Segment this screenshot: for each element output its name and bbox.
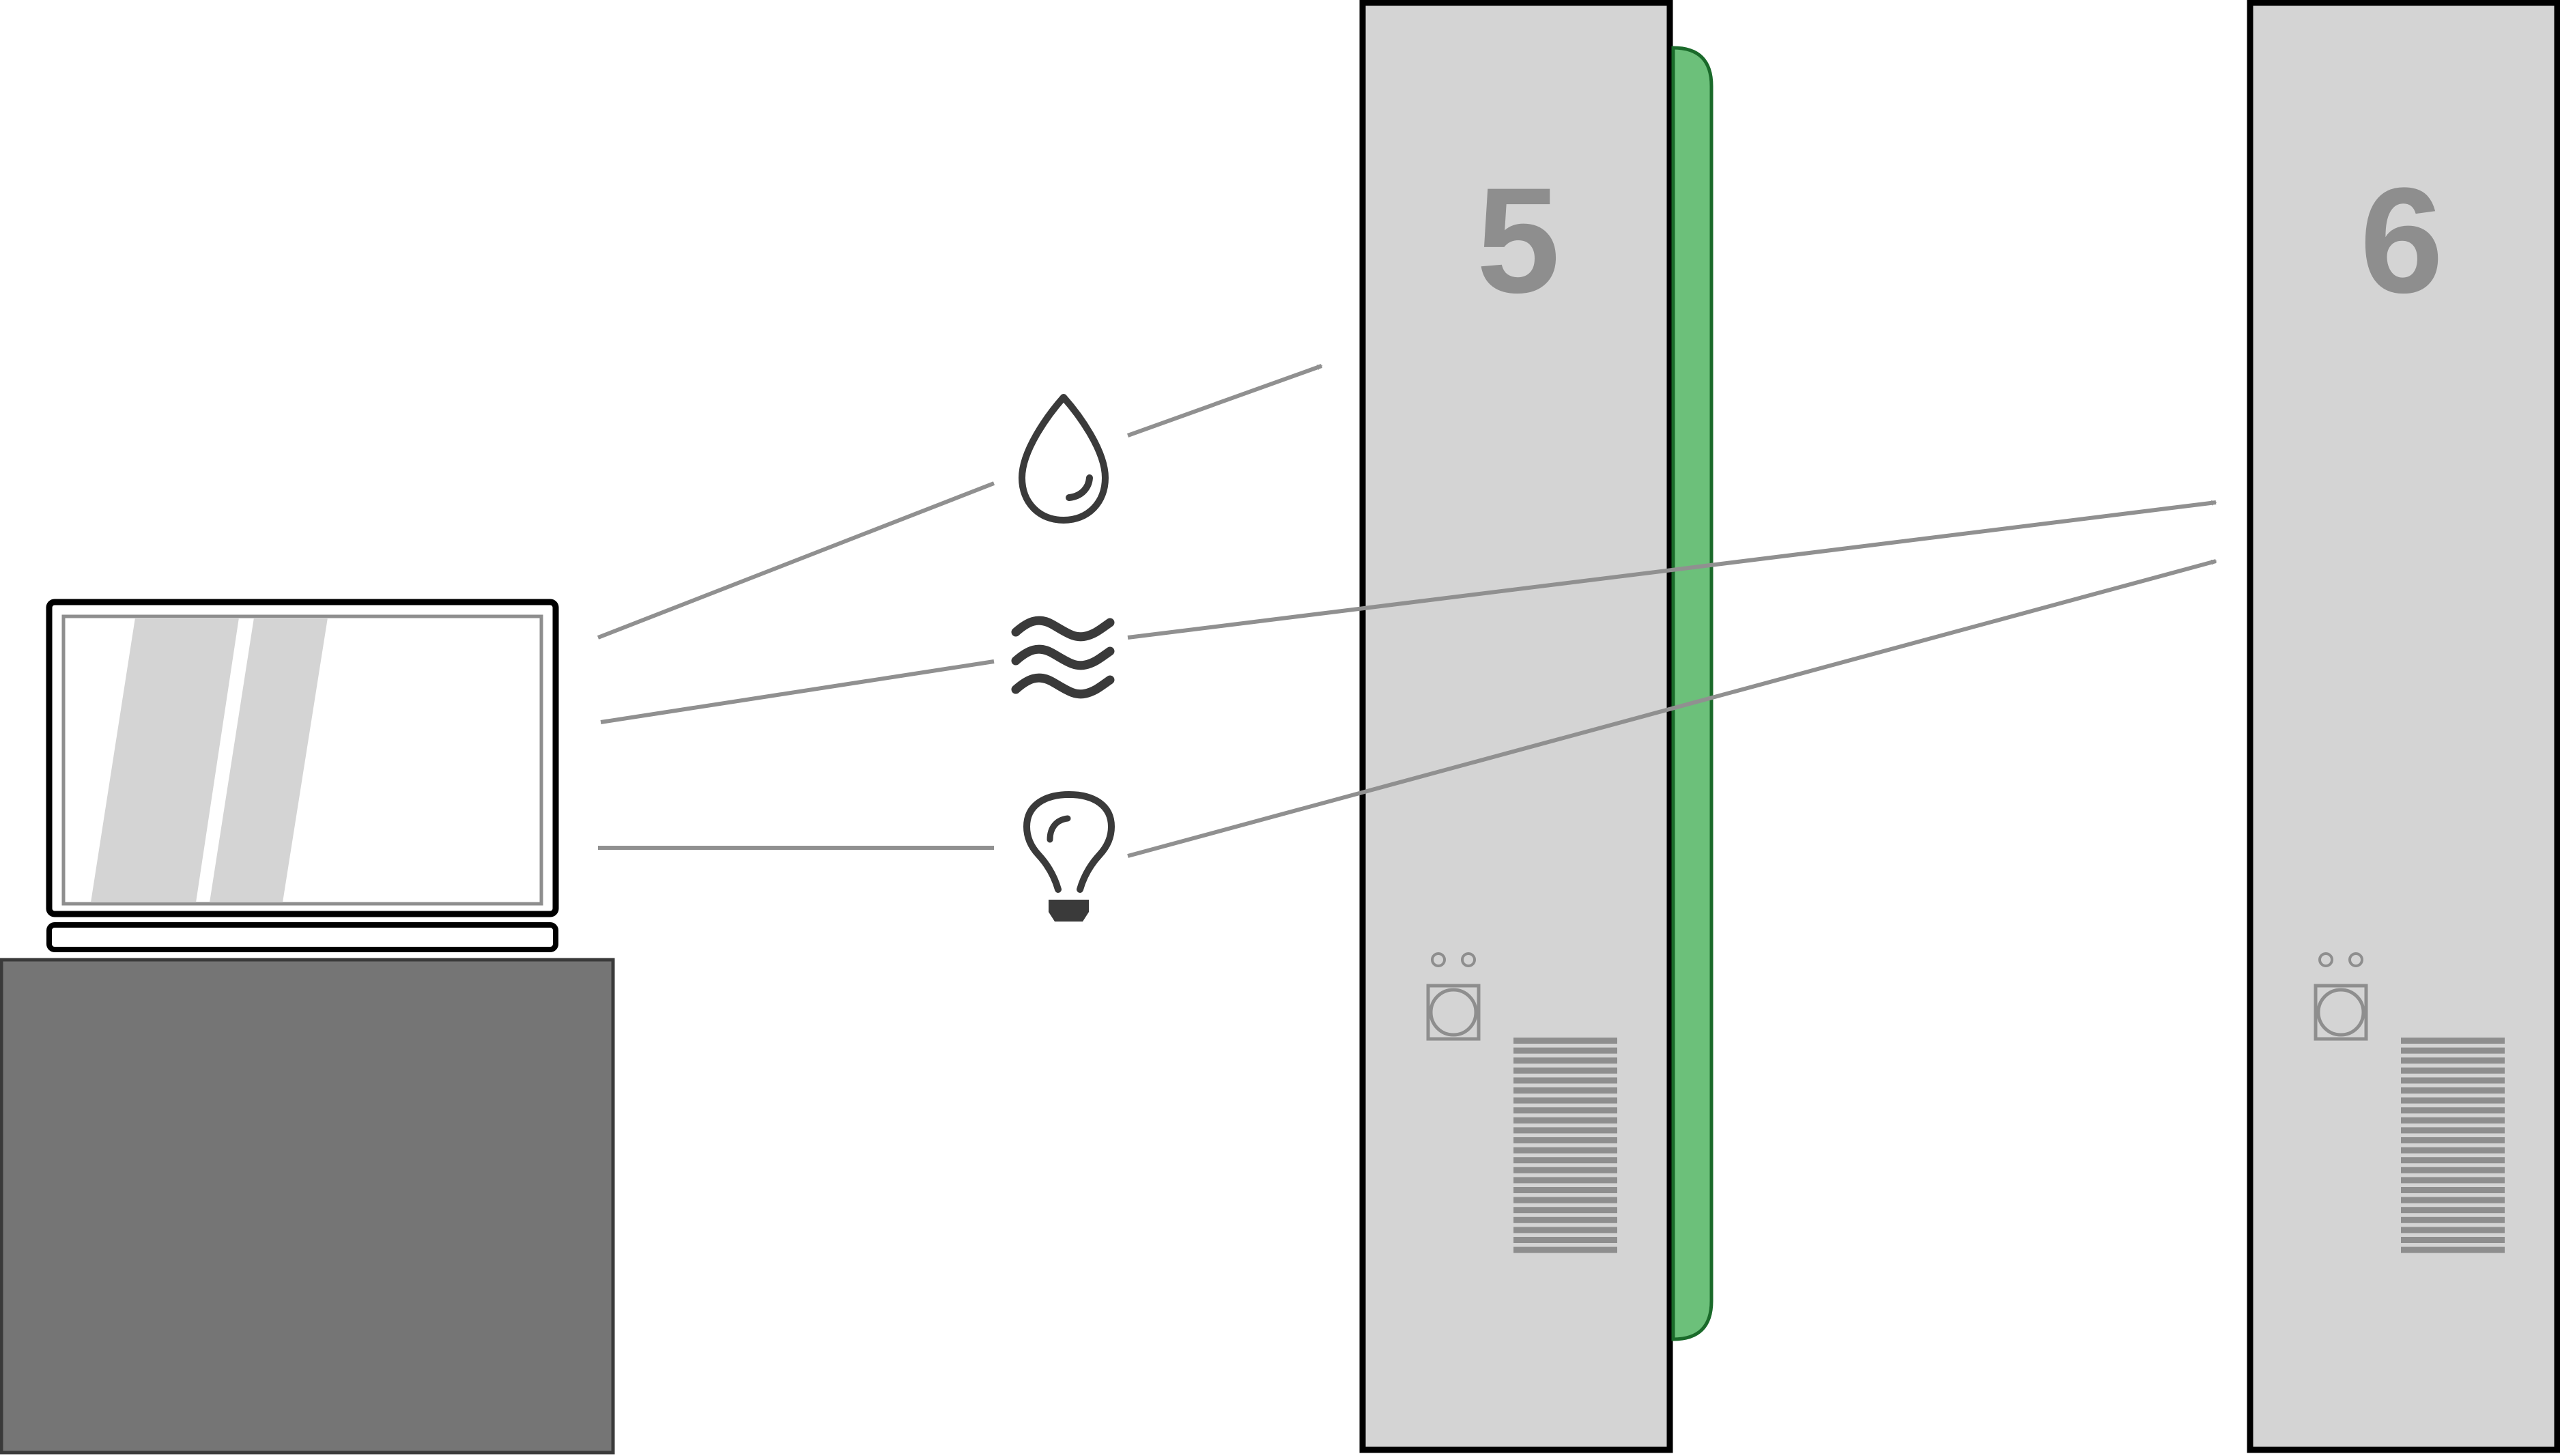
vent-slat — [1513, 1147, 1617, 1154]
panel-6: 6 — [2247, 0, 2560, 1453]
waves-icon — [1011, 616, 1115, 699]
vent-slat — [2401, 1147, 2505, 1154]
connector-line — [600, 659, 995, 724]
vent-slat — [1513, 1057, 1617, 1064]
vent-slat — [2401, 1157, 2505, 1164]
vent-slat — [1513, 1137, 1617, 1143]
panel-5-indicator — [1426, 952, 1481, 1041]
vent-slat — [1513, 1216, 1617, 1223]
arrow-to-panel-5 — [1126, 364, 1323, 438]
vent-slat — [1513, 1107, 1617, 1114]
panel-6-port — [2314, 984, 2368, 1041]
panel-5-vent — [1513, 1038, 1617, 1253]
vent-slat — [2401, 1067, 2505, 1074]
arrow-to-panel-6 — [1127, 500, 2217, 640]
vent-slat — [2401, 1077, 2505, 1084]
vent-slat — [2401, 1187, 2505, 1193]
green-seal — [1671, 46, 1713, 1341]
vent-slat — [1513, 1207, 1617, 1214]
vent-slat — [2401, 1117, 2505, 1124]
vent-slat — [1513, 1127, 1617, 1134]
vent-slat — [2401, 1216, 2505, 1223]
vent-slat — [2401, 1227, 2505, 1233]
laptop-base — [46, 922, 558, 952]
arrow-to-panel-6 — [1127, 559, 2217, 858]
vent-slat — [2401, 1237, 2505, 1243]
vent-slat — [2401, 1177, 2505, 1184]
vent-slat — [1513, 1047, 1617, 1054]
vent-slat — [2401, 1057, 2505, 1064]
laptop — [46, 599, 559, 952]
screen-reflection — [91, 618, 239, 902]
water-drop-icon — [1019, 394, 1109, 524]
vent-slat — [1513, 1227, 1617, 1233]
vent-slat — [2401, 1107, 2505, 1114]
vent-slat — [1513, 1197, 1617, 1203]
vent-slat — [2401, 1047, 2505, 1054]
vent-slat — [2401, 1087, 2505, 1094]
vent-slat — [1513, 1246, 1617, 1253]
vent-slat — [2401, 1127, 2505, 1134]
vent-slat — [1513, 1117, 1617, 1124]
panel-6-indicator — [2314, 952, 2368, 1041]
vent-slat — [1513, 1097, 1617, 1104]
vent-slat — [1513, 1067, 1617, 1074]
lightbulb-icon — [1023, 790, 1115, 922]
screen-reflection — [210, 618, 328, 902]
vent-slat — [2401, 1038, 2505, 1044]
vent-slat — [2401, 1097, 2505, 1104]
vent-slat — [1513, 1077, 1617, 1084]
connector-line — [597, 481, 995, 640]
panel-5-port — [1426, 984, 1481, 1041]
panel-5: 5 — [1359, 0, 1713, 1453]
panel-5-number: 5 — [1477, 156, 1560, 324]
vent-slat — [2401, 1197, 2505, 1203]
panel-6-vent — [2401, 1038, 2505, 1253]
panel-6-number: 6 — [2360, 156, 2443, 324]
vent-slat — [1513, 1087, 1617, 1094]
vent-slat — [2401, 1137, 2505, 1143]
vent-slat — [2401, 1246, 2505, 1253]
vent-slat — [2401, 1167, 2505, 1173]
vent-slat — [1513, 1177, 1617, 1184]
vent-slat — [1513, 1237, 1617, 1243]
vent-slat — [1513, 1157, 1617, 1164]
vent-slat — [1513, 1187, 1617, 1193]
vent-slat — [2401, 1207, 2505, 1214]
vent-slat — [1513, 1038, 1617, 1044]
desk — [0, 958, 615, 1455]
vent-slat — [1513, 1167, 1617, 1173]
